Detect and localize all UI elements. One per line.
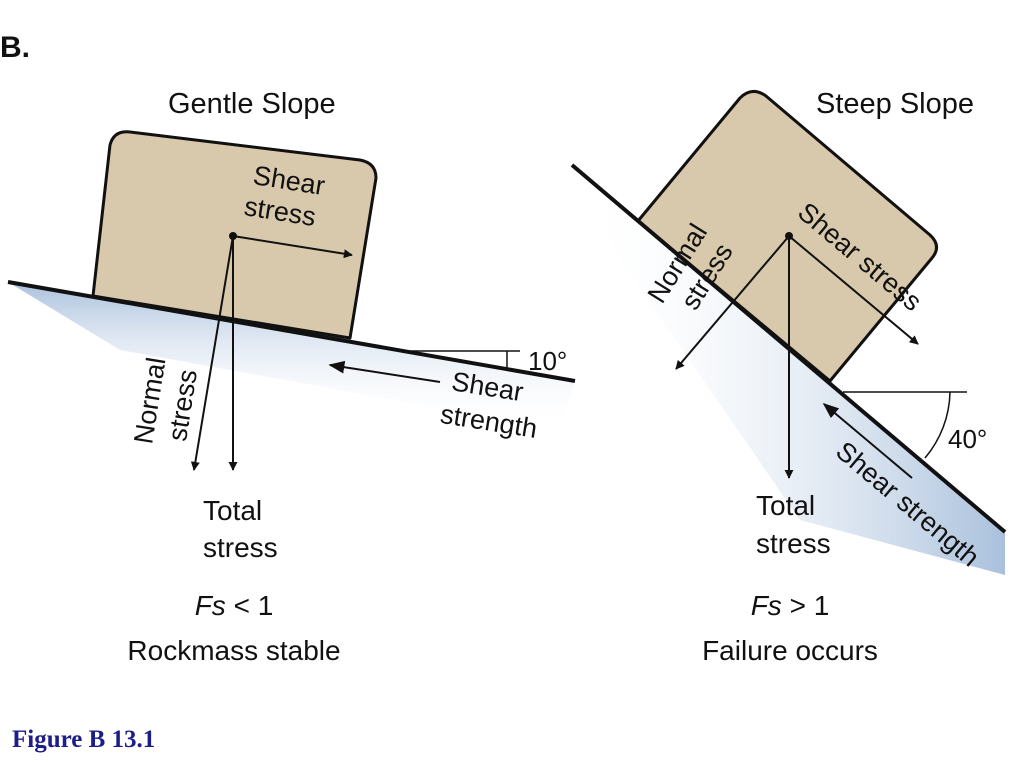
steep-slope-panel: Steep Slope 40° Shear stress Normal stre… [570,88,1007,666]
gentle-slope-shear-stress-arrow [232,235,353,259]
gentle-slope-result: Rockmass stable [127,635,340,666]
panel-letter: B. [0,31,30,64]
svg-text:Total: Total [756,490,815,521]
steep-slope-title: Steep Slope [816,88,974,120]
svg-text:Total: Total [203,495,262,526]
steep-slope-normal-stress-arrow [675,235,790,370]
svg-text:stress: stress [756,528,831,559]
steep-slope-result: Failure occurs [702,635,878,666]
gentle-slope-surface-line [7,280,576,383]
gentle-slope-ground [8,282,575,430]
steep-slope-factor-of-safety: Fs > 1 [751,590,830,621]
steep-slope-shear-stress-arrow [788,235,919,345]
gentle-slope-shear-stress-label: Shear stress [242,160,327,232]
gentle-slope-normal-stress-arrow [190,235,234,471]
gentle-slope-normal-stress-label: Normal stress [128,355,203,446]
gentle-slope-panel: Gentle Slope 10° Shear stress Normal str… [7,88,576,666]
steep-slope-angle-label: 40° [948,424,987,454]
steep-slope-total-stress-label: Total stress [756,490,831,559]
gentle-slope-total-stress-label: Total stress [203,495,278,563]
gentle-slope-factor-of-safety: Fs < 1 [195,590,274,621]
steep-slope-angle-arc [924,391,951,459]
figure-caption: Figure B 13.1 [12,726,156,753]
gentle-slope-shear-strength-arrow [328,360,441,383]
gentle-slope-angle-label: 10° [528,346,567,376]
svg-text:stress: stress [203,532,278,563]
gentle-slope-title: Gentle Slope [168,88,336,120]
steep-slope-shear-strength-arrow [822,402,913,479]
